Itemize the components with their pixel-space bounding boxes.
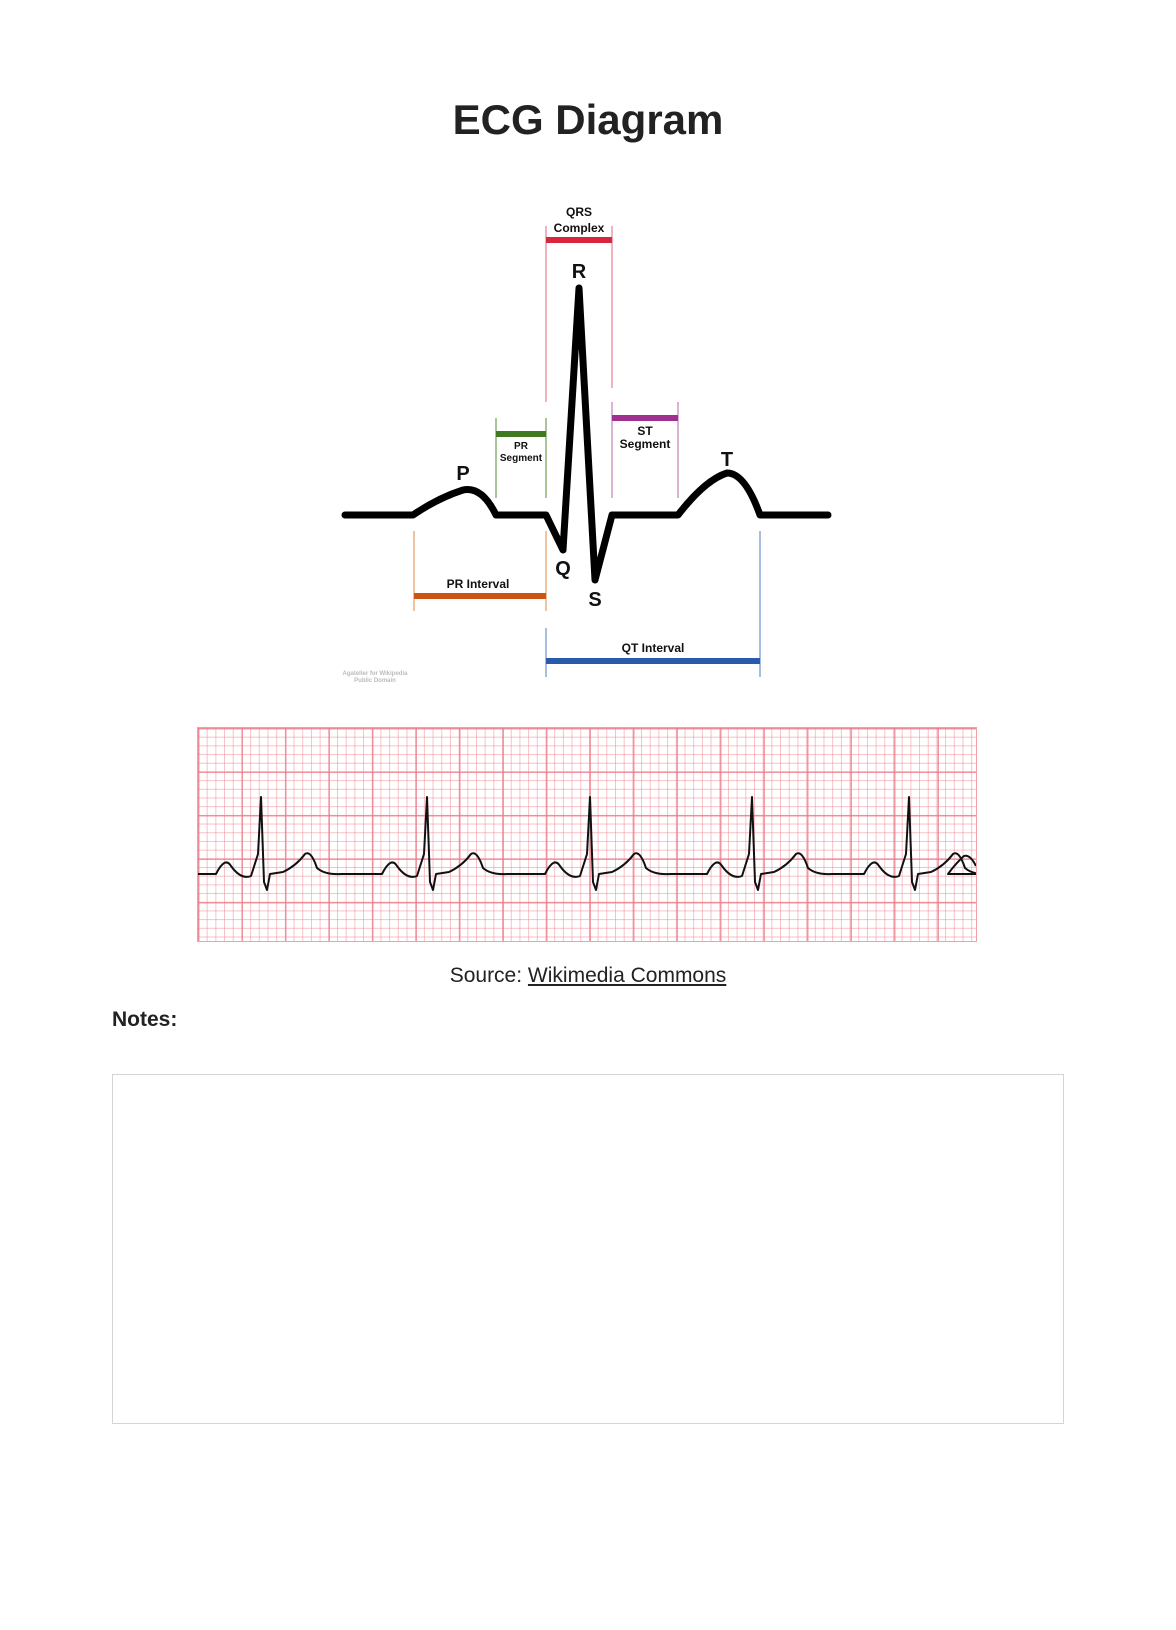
pr-interval-marker: PR Interval [413, 531, 547, 611]
s-wave-label: S [588, 589, 601, 611]
qt-interval-label: QT Interval [622, 641, 685, 655]
ecg-rhythm-strip [197, 727, 977, 942]
qt-interval-marker: QT Interval [545, 531, 761, 677]
st-segment-marker: ST Segment [611, 402, 679, 498]
qrs-label-line2: Complex [554, 221, 605, 235]
st-segment-label-line2: Segment [620, 437, 671, 451]
notes-textarea[interactable] [112, 1074, 1064, 1424]
credit-line1: Agateller for Wikipedia [343, 671, 409, 677]
st-segment-label-line1: ST [637, 424, 653, 438]
notes-label: Notes: [112, 1008, 178, 1031]
source-prefix: Source: [449, 964, 528, 987]
p-wave-label: P [456, 463, 469, 485]
pr-segment-label-line2: Segment [500, 453, 543, 464]
credit-line2: Public Domain [354, 678, 396, 684]
qrs-label-line1: QRS [566, 205, 592, 219]
page-title: ECG Diagram [452, 96, 724, 143]
ecg-waveform-trace [341, 284, 832, 584]
rhythm-strip-trace [198, 796, 976, 891]
ecg-waveform-diagram: QRS Complex PR Segment ST Segment PR Int… [341, 205, 832, 684]
pr-segment-label-line1: PR [514, 441, 529, 452]
q-wave-label: Q [555, 558, 571, 580]
wikimedia-commons-link[interactable]: Wikimedia Commons [527, 964, 727, 987]
pr-interval-label: PR Interval [447, 577, 510, 591]
pr-segment-marker: PR Segment [495, 418, 547, 498]
t-wave-label: T [721, 449, 733, 471]
source-citation: Source: Wikimedia Commons [0, 964, 1176, 988]
r-wave-label: R [572, 261, 587, 283]
qrs-complex-marker: QRS Complex [545, 205, 613, 402]
